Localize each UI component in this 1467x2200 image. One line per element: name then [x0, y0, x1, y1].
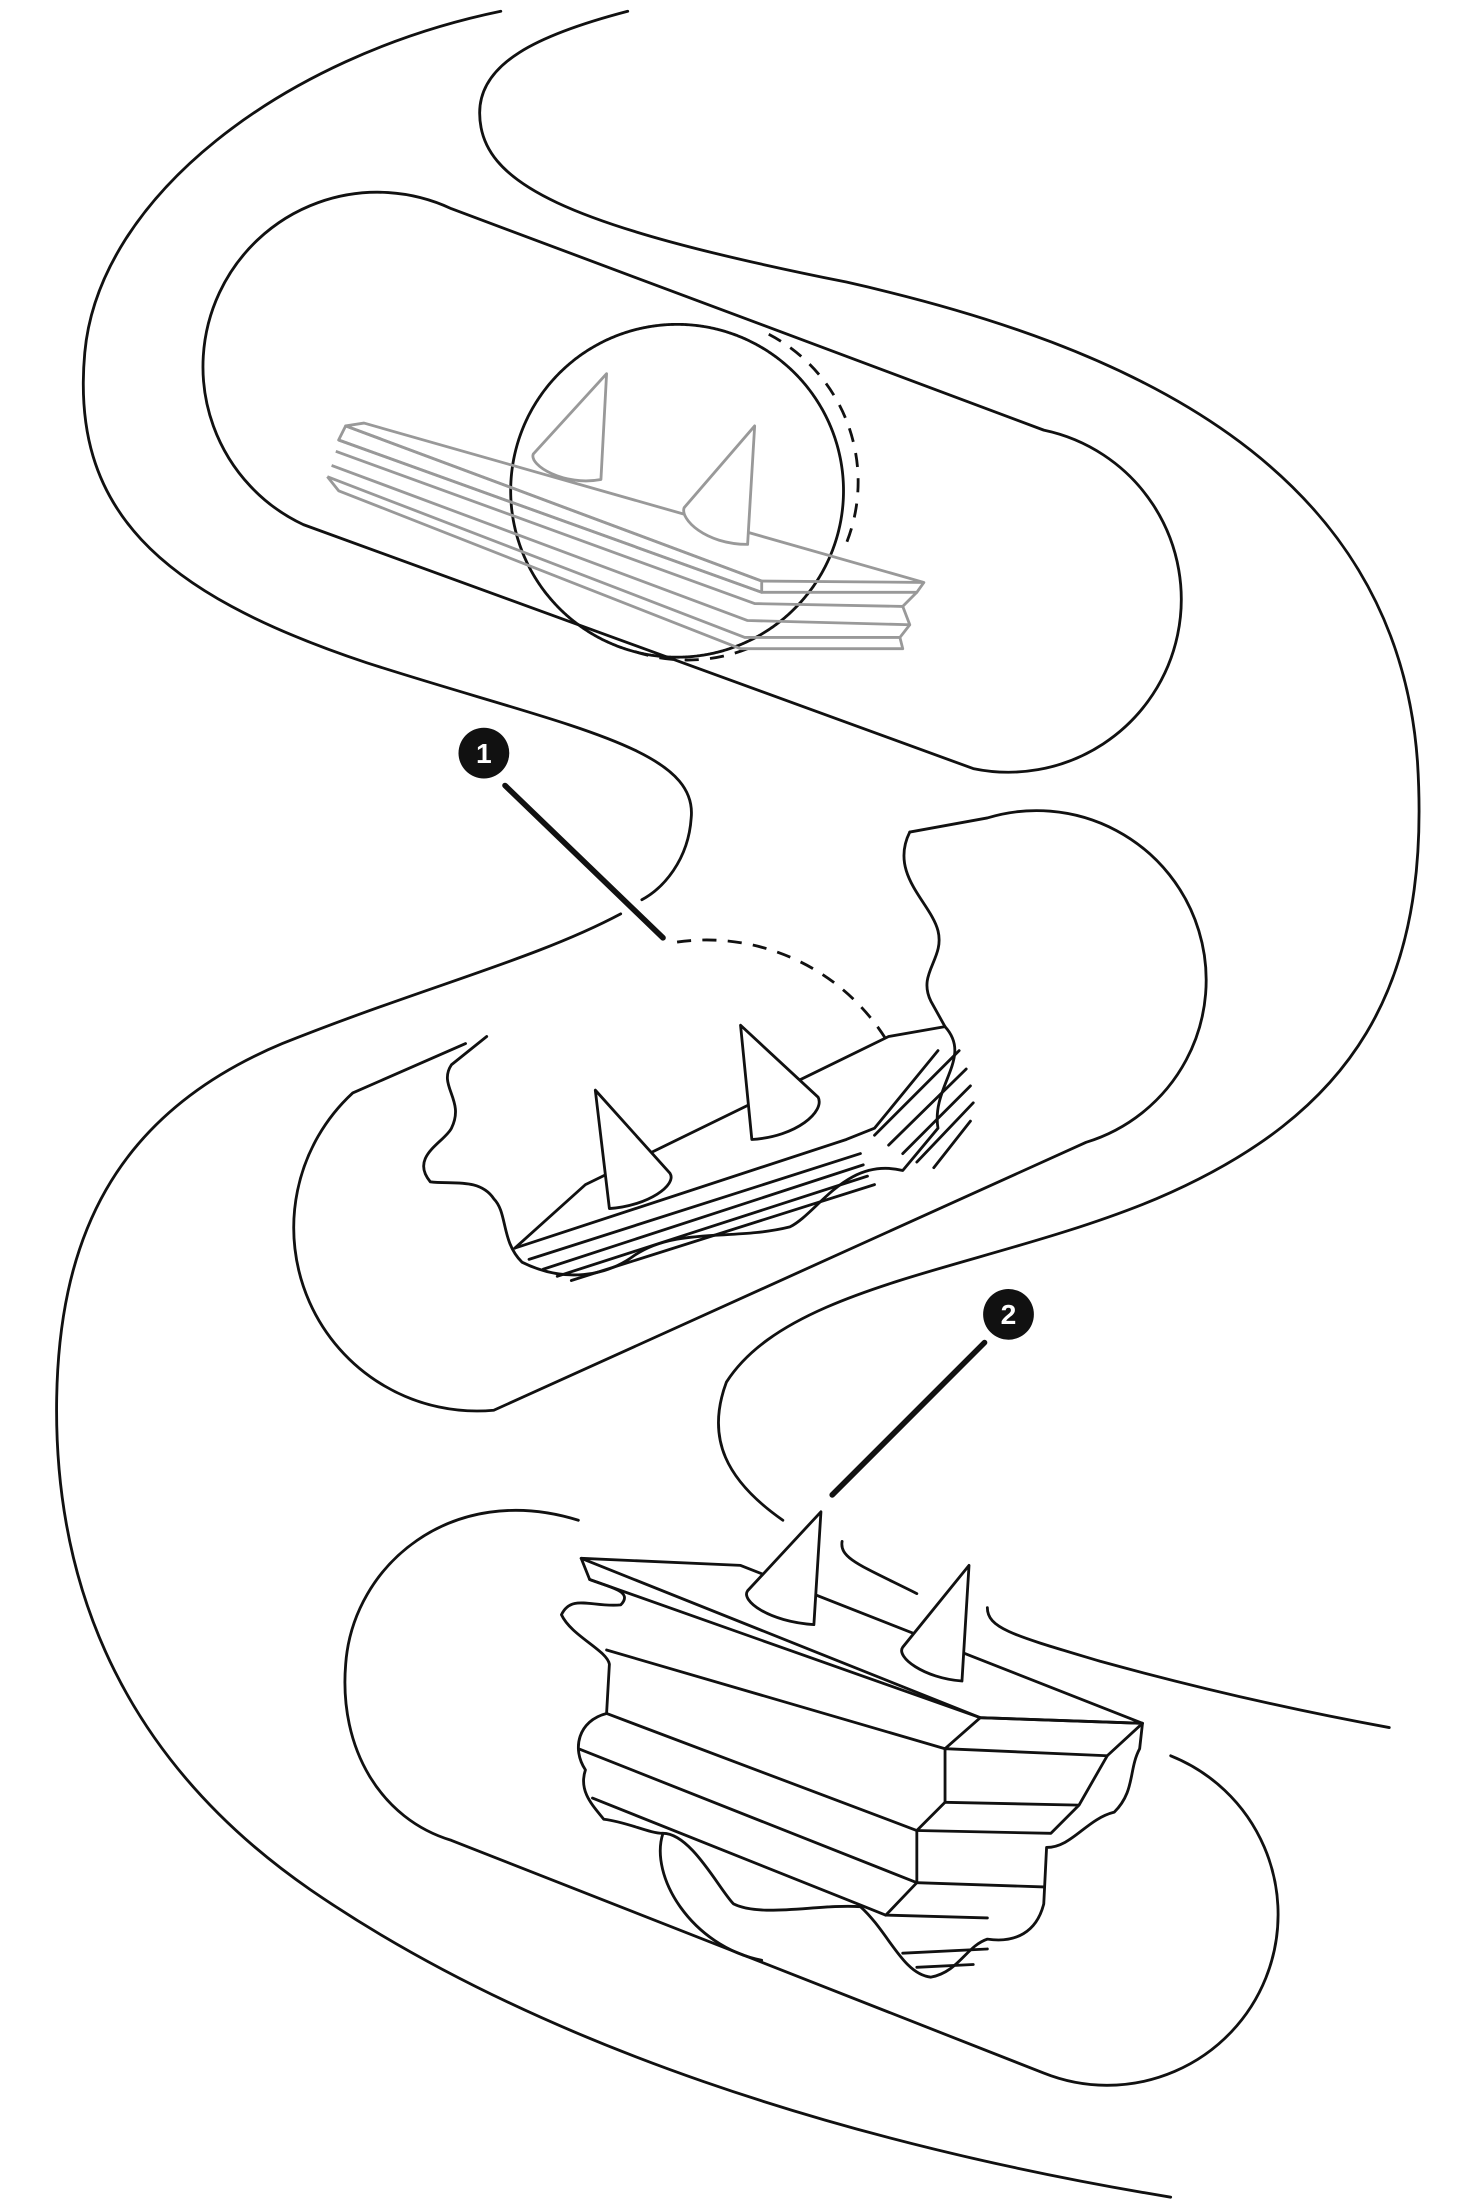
callout-2-badge [983, 1288, 1034, 1340]
callout-1: 1 [458, 727, 666, 941]
capsule-middle [292, 809, 1208, 1413]
layer-stack-faded [326, 372, 926, 651]
callout-2-label: 2 [1001, 1298, 1017, 1330]
callout-1-badge [458, 727, 510, 779]
capsule-top [201, 190, 1183, 774]
serpentine-tube [55, 9, 1421, 2199]
callout-2: 2 [829, 1288, 1034, 1498]
capsule-bottom [343, 1509, 1280, 2087]
callout-1-label: 1 [476, 737, 492, 769]
